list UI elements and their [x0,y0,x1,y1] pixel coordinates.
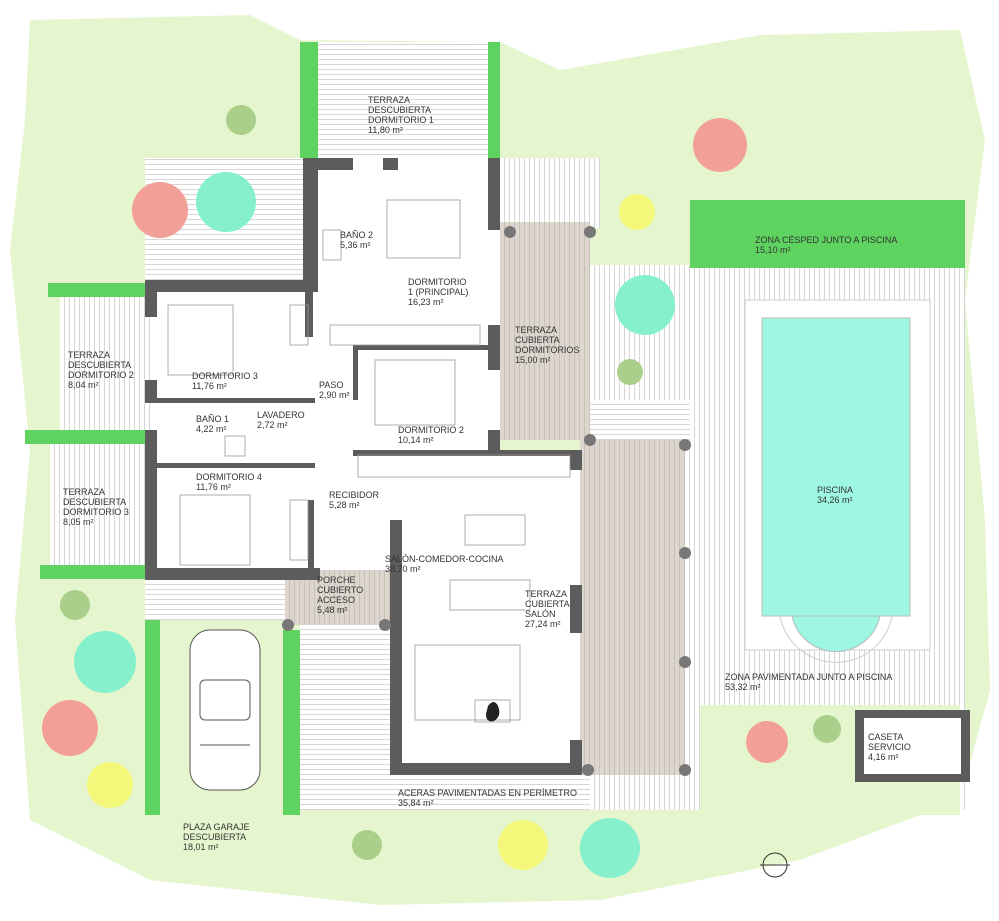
pool [761,317,911,617]
plant-icon [486,702,500,722]
car-icon [189,629,261,791]
terrace-bedroom1 [300,42,500,158]
columns [282,226,691,776]
furniture [167,199,571,723]
hedges [25,42,965,815]
terrace-bedroom2 [60,290,150,430]
covered-terrace-bedrooms [500,222,590,440]
terrace-bedroom3 [50,440,150,575]
trees [42,105,841,878]
north-arrow-icon [760,852,790,878]
covered-terrace-living [580,440,685,775]
walls [145,158,582,775]
